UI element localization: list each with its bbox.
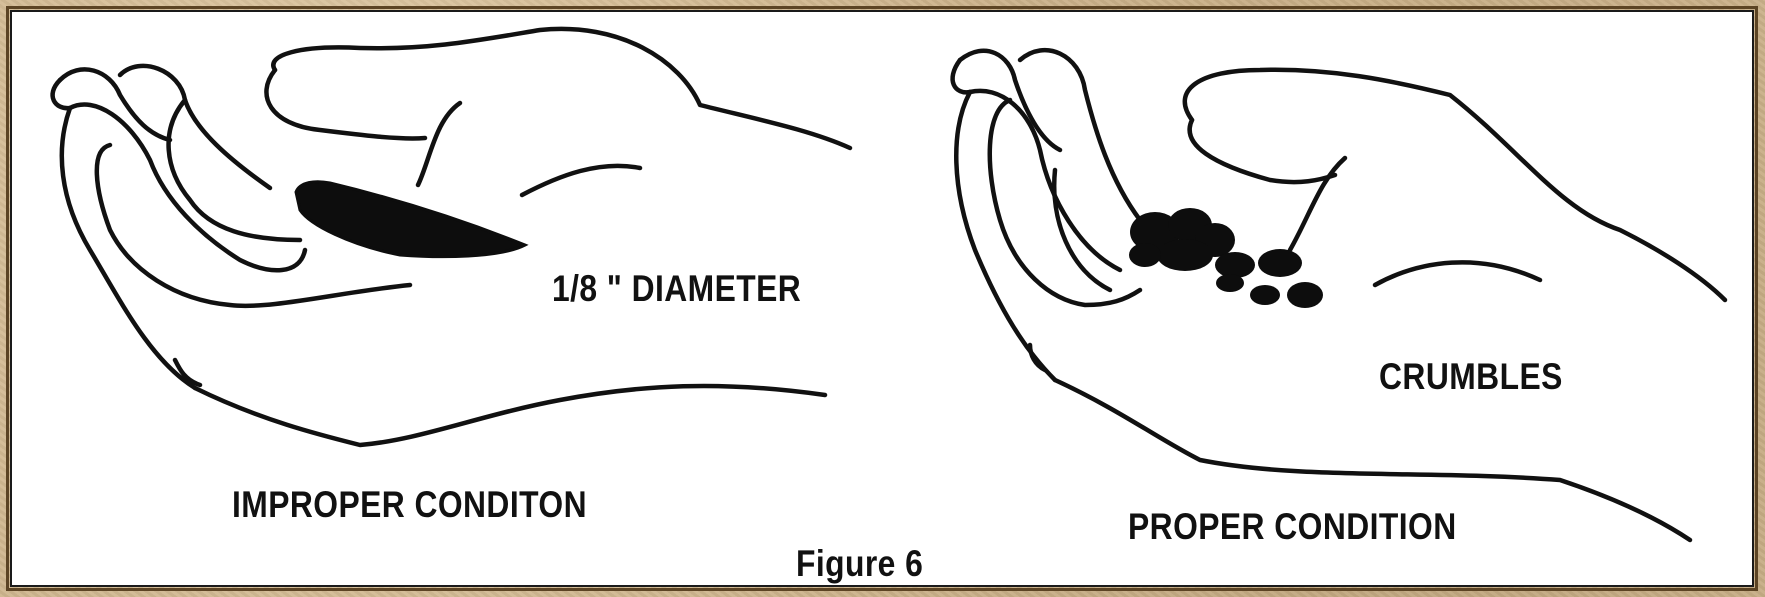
crumble-sample [1129,208,1323,308]
figure-caption: Figure 6 [796,543,923,585]
cylinder-sample [296,182,525,257]
improper-condition-label: IMPROPER CONDITON [232,484,587,526]
right-hand-drawing [953,50,1725,540]
proper-condition-label: PROPER CONDITION [1128,506,1457,548]
crumbles-label: CRUMBLES [1379,356,1563,398]
measurement-label: 1/8 " DIAMETER [552,268,801,310]
